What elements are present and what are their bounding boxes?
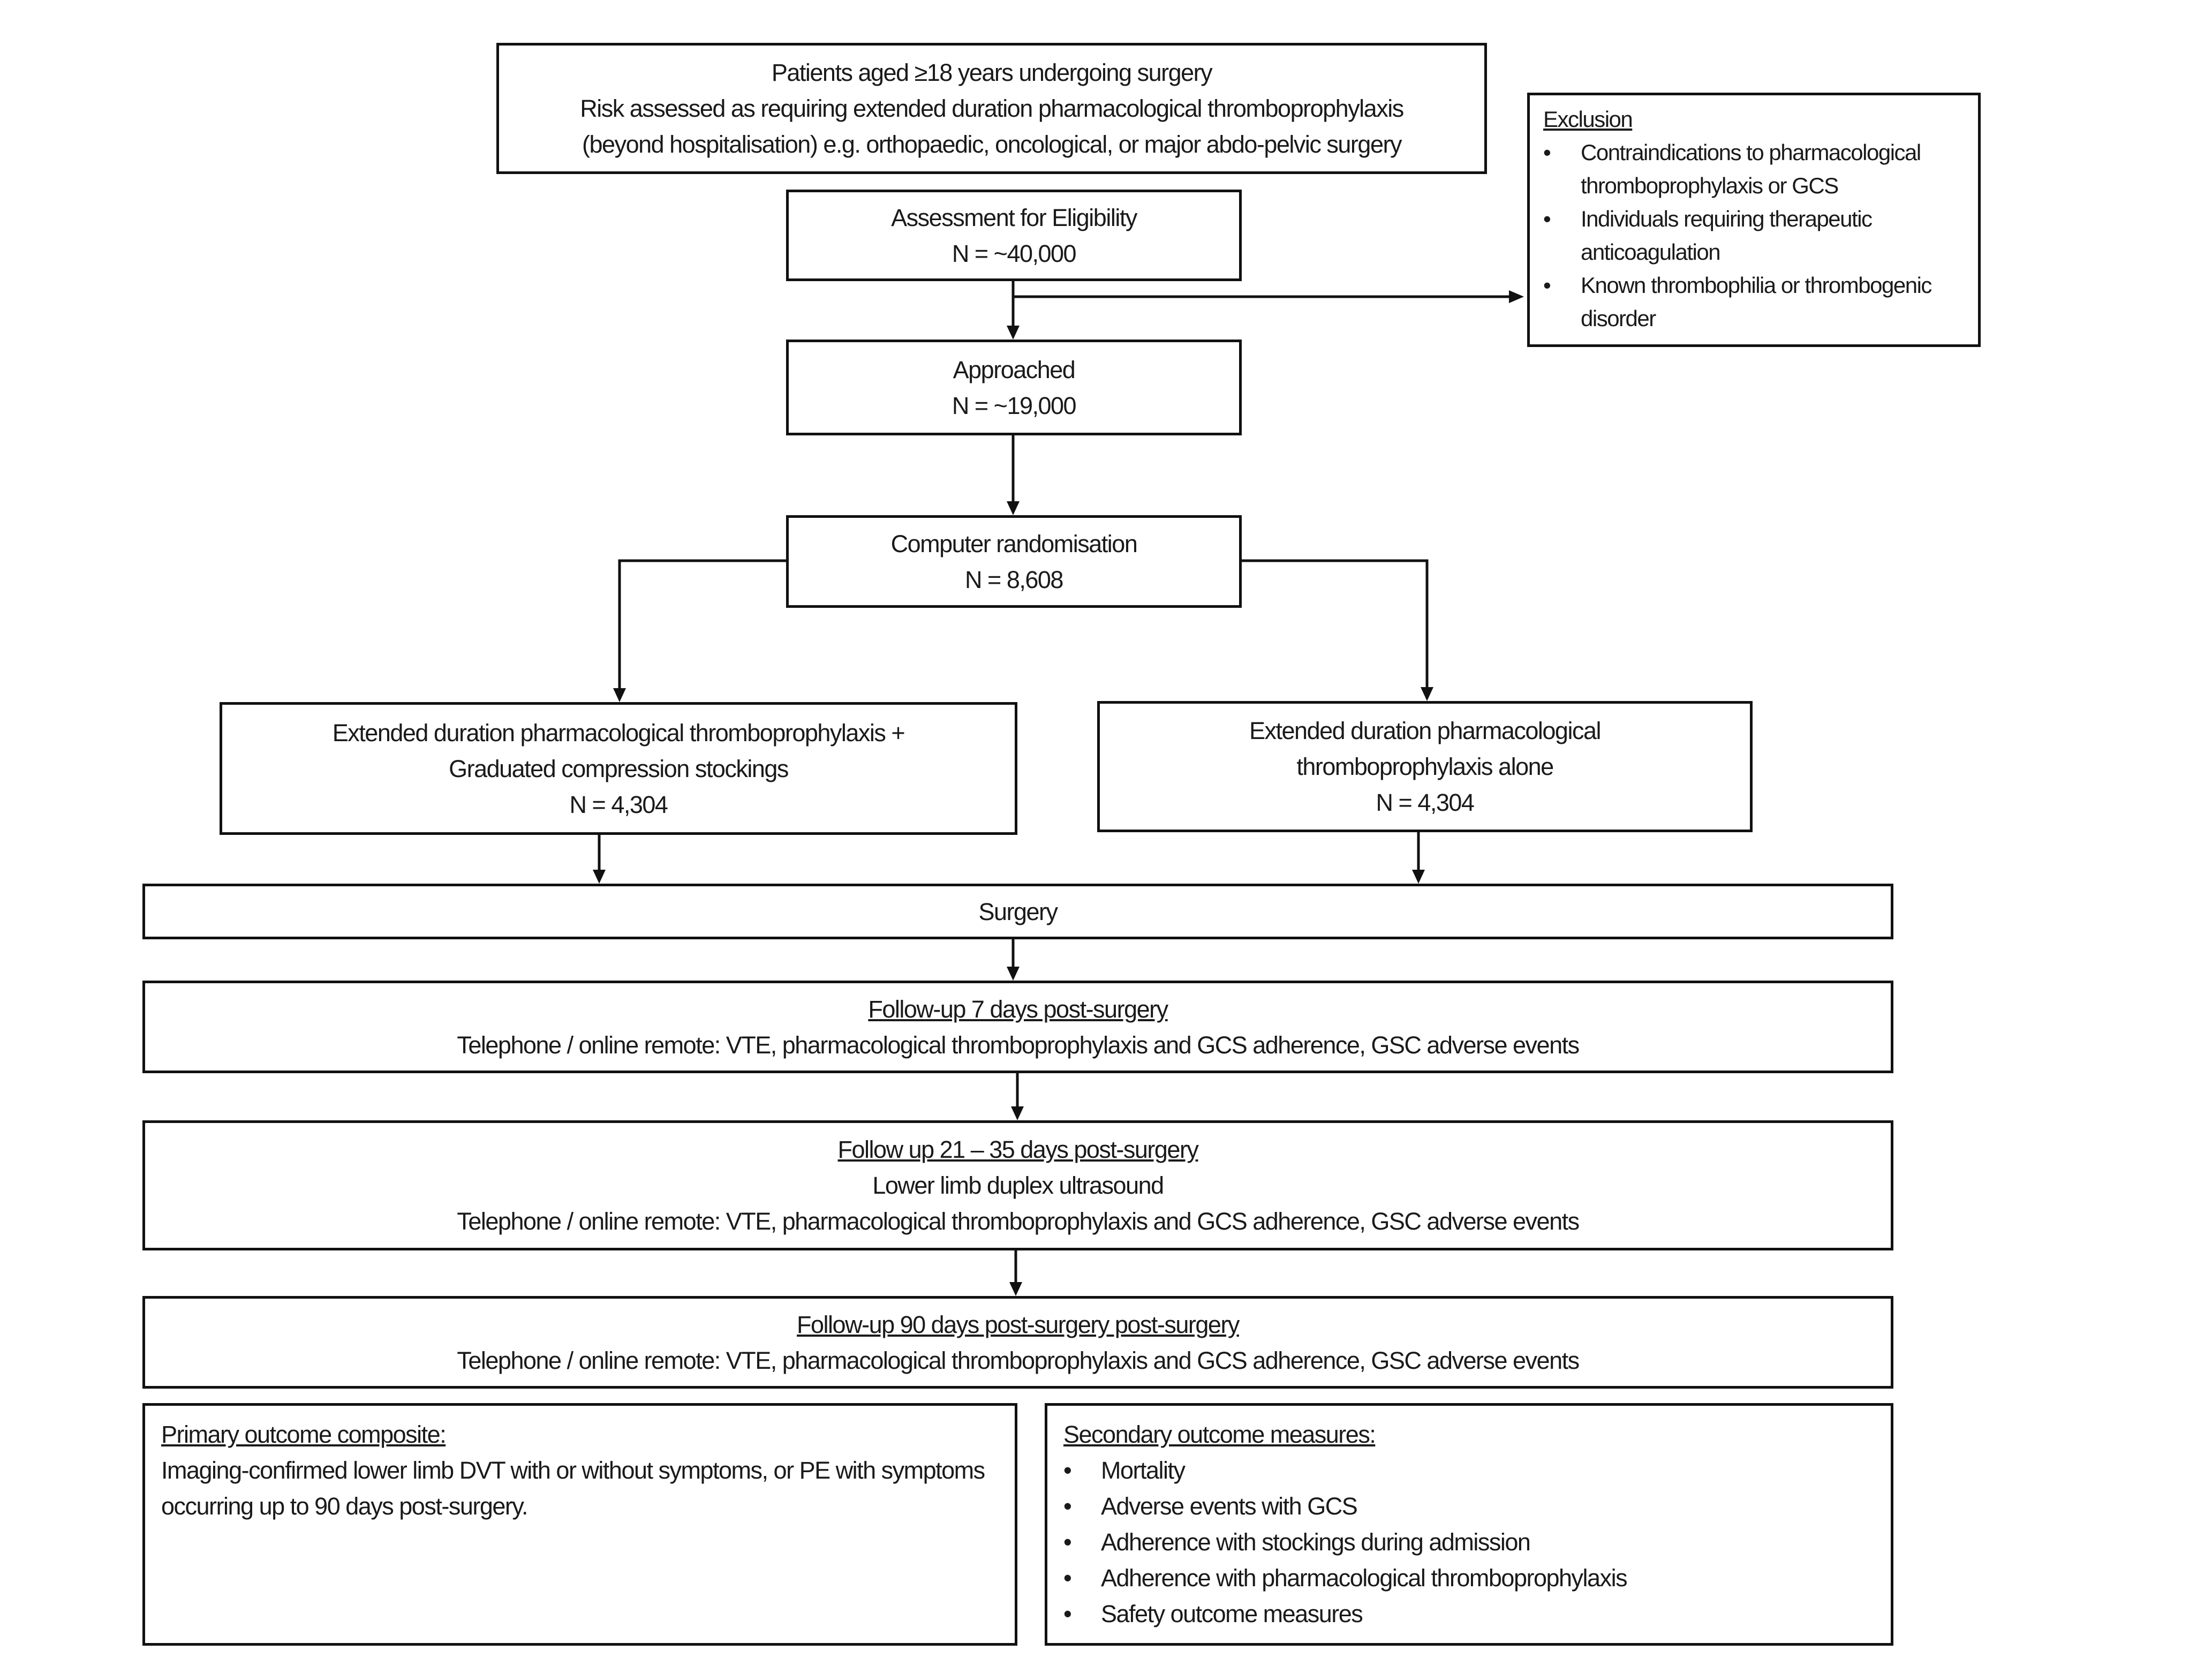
secondary-outcome-item: Mortality	[1063, 1452, 1875, 1488]
primary-outcome-text: Imaging-confirmed lower limb DVT with or…	[161, 1457, 985, 1520]
secondary-outcome-box: Secondary outcome measures: Mortality Ad…	[1045, 1403, 1893, 1646]
arm-left-box: Extended duration pharmacological thromb…	[220, 702, 1017, 835]
arrowhead	[1009, 1282, 1022, 1296]
followup-90-title: Follow-up 90 days post-surgery post-surg…	[797, 1310, 1240, 1338]
randomisation-box: Computer randomisation N = 8,608	[786, 515, 1242, 608]
primary-outcome-title: Primary outcome composite:	[161, 1421, 447, 1448]
primary-outcome-box: Primary outcome composite: Imaging-confi…	[142, 1403, 1017, 1646]
followup-90-box: Follow-up 90 days post-surgery post-surg…	[142, 1296, 1893, 1389]
exclusion-item: Known thrombophilia or thrombogenic diso…	[1543, 269, 1965, 335]
exclusion-item: Contraindications to pharmacological thr…	[1543, 136, 1965, 202]
eligibility-line: Patients aged ≥18 years undergoing surge…	[771, 59, 1213, 86]
arm-right-box: Extended duration pharmacological thromb…	[1097, 701, 1753, 832]
arrowhead	[1509, 290, 1524, 303]
secondary-outcome-item: Adherence with stockings during admissio…	[1063, 1524, 1875, 1560]
assessment-n: N = ~40,000	[952, 239, 1077, 267]
followup-7-box: Follow-up 7 days post-surgery Telephone …	[142, 981, 1893, 1073]
approached-label: Approached	[953, 356, 1076, 383]
arrow-randomisation-left	[618, 559, 786, 689]
followup-7-title: Follow-up 7 days post-surgery	[868, 995, 1168, 1023]
arrowhead	[1011, 1106, 1024, 1120]
arm-right-line: Extended duration pharmacological	[1249, 717, 1601, 744]
eligibility-line: (beyond hospitalisation) e.g. orthopaedi…	[582, 131, 1402, 158]
exclusion-list: Contraindications to pharmacological thr…	[1543, 136, 1965, 335]
secondary-outcome-list: Mortality Adverse events with GCS Adhere…	[1063, 1452, 1875, 1632]
surgery-label: Surgery	[978, 898, 1058, 925]
secondary-outcome-item: Adherence with pharmacological thrombopr…	[1063, 1560, 1875, 1596]
approached-box: Approached N = ~19,000	[786, 340, 1242, 435]
eligibility-box: Patients aged ≥18 years undergoing surge…	[496, 43, 1487, 174]
arrowhead	[1421, 687, 1433, 701]
arm-left-line: Graduated compression stockings	[449, 755, 789, 782]
exclusion-item: Individuals requiring therapeutic antico…	[1543, 202, 1965, 269]
arrowhead	[1007, 967, 1020, 981]
assessment-label: Assessment for Eligibility	[891, 204, 1137, 231]
arm-left-n: N = 4,304	[569, 790, 668, 818]
arm-left-line: Extended duration pharmacological thromb…	[332, 719, 905, 747]
followup-7-detail: Telephone / online remote: VTE, pharmaco…	[457, 1031, 1580, 1059]
arrow-randomisation-right	[1242, 559, 1429, 688]
arm-right-n: N = 4,304	[1376, 789, 1475, 816]
arrowheads	[593, 290, 1524, 1296]
exclusion-box: Exclusion Contraindications to pharmacol…	[1527, 93, 1981, 347]
followup-21-title: Follow up 21 – 35 days post-surgery	[837, 1136, 1199, 1163]
followup-21-detail: Lower limb duplex ultrasound	[872, 1172, 1164, 1199]
surgery-box: Surgery	[142, 884, 1893, 939]
arrowhead	[1007, 326, 1020, 340]
arrowhead	[1007, 501, 1020, 515]
approached-n: N = ~19,000	[952, 391, 1077, 419]
exclusion-title: Exclusion	[1543, 107, 1633, 132]
secondary-outcome-item: Adverse events with GCS	[1063, 1488, 1875, 1524]
assessment-box: Assessment for Eligibility N = ~40,000	[786, 190, 1242, 281]
secondary-outcome-title: Secondary outcome measures:	[1063, 1421, 1376, 1448]
followup-21-box: Follow up 21 – 35 days post-surgery Lowe…	[142, 1120, 1893, 1250]
secondary-outcome-item: Safety outcome measures	[1063, 1596, 1875, 1632]
arrowhead	[593, 870, 606, 884]
arrowhead	[1412, 870, 1425, 884]
followup-90-detail: Telephone / online remote: VTE, pharmaco…	[457, 1346, 1580, 1374]
randomisation-n: N = 8,608	[965, 566, 1063, 593]
followup-21-detail: Telephone / online remote: VTE, pharmaco…	[457, 1208, 1580, 1235]
eligibility-line: Risk assessed as requiring extended dura…	[580, 95, 1404, 122]
arm-right-line: thromboprophylaxis alone	[1296, 753, 1554, 780]
arrowhead	[613, 688, 626, 702]
randomisation-label: Computer randomisation	[890, 530, 1138, 557]
